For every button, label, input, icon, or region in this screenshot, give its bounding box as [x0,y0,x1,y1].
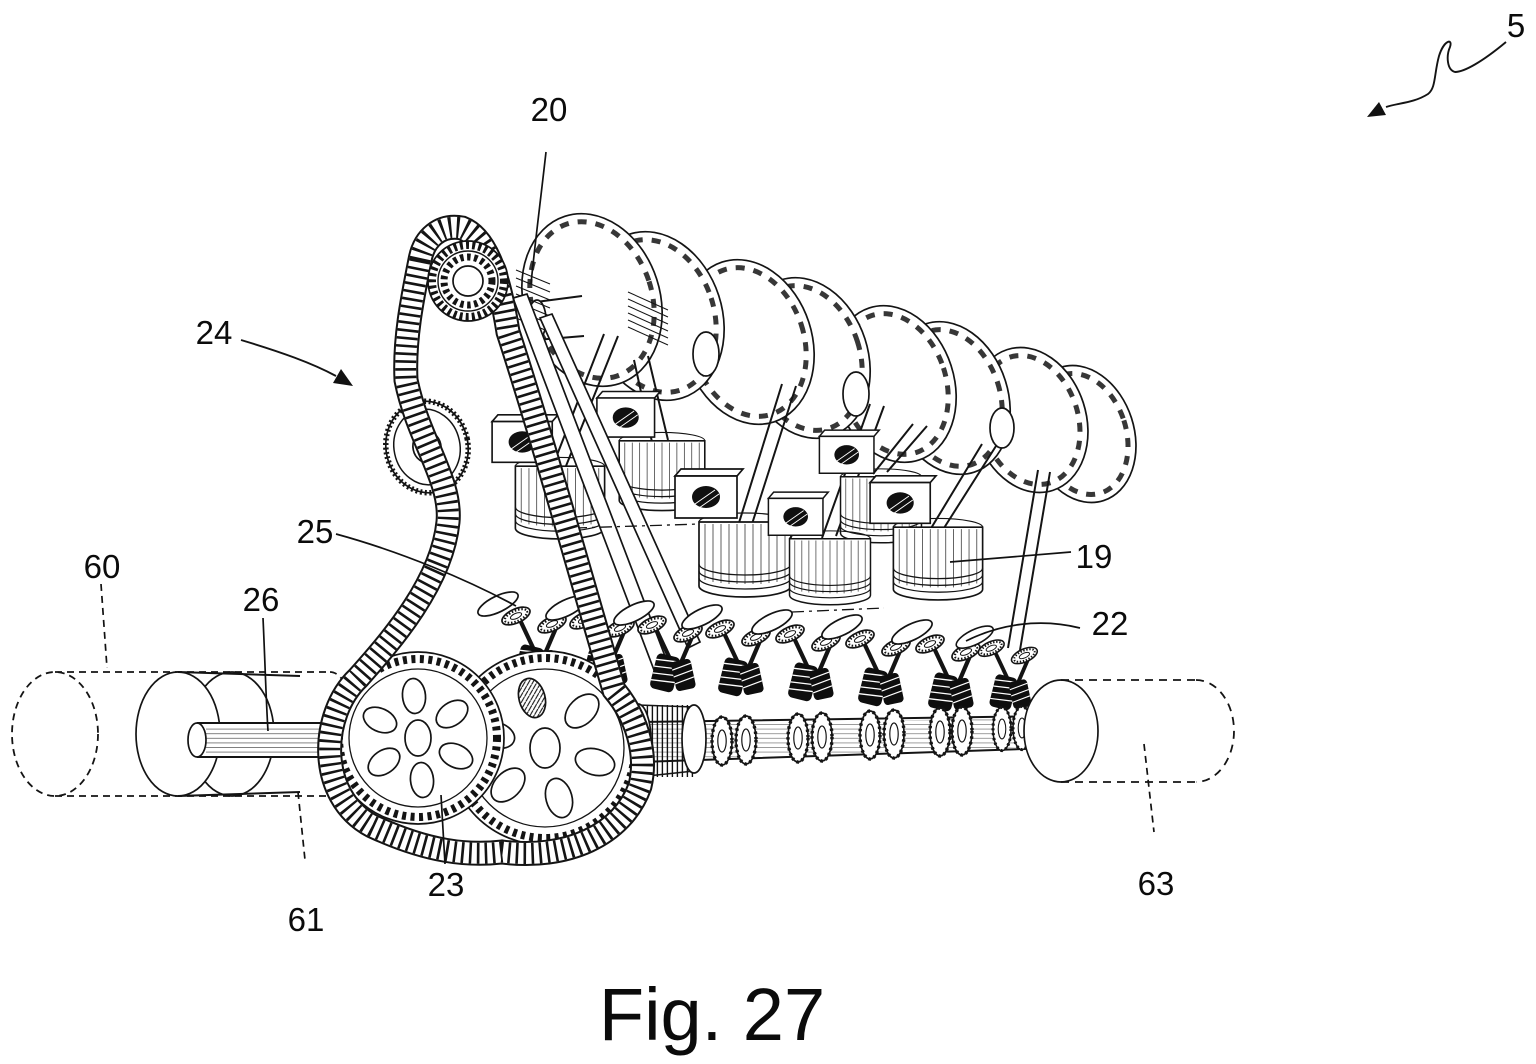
leader-61 [297,791,306,861]
cam-lobe [810,711,834,763]
leader-20 [530,151,547,285]
ref-label-19: 19 [1076,538,1113,575]
hidden-lines [574,523,885,613]
leader-22 [965,622,1081,642]
ref-label-61: 61 [288,901,325,938]
cam-lobe [882,708,906,760]
ref-label-23: 23 [428,866,465,903]
timing-belt [317,214,655,866]
cam-lobe [734,714,758,766]
arrow-24 [240,339,353,386]
ref-label-24: 24 [196,314,233,351]
dashed-cylinder-left [11,671,99,797]
ref-label-5: 5 [1507,7,1525,44]
crank-journal [842,371,870,417]
leader-19 [949,551,1072,563]
dashed-cylinder-right [1023,679,1235,783]
cam-lobe [858,709,882,761]
ref-label-25: 25 [297,513,334,550]
crank-journal [692,331,720,377]
ref-label-60: 60 [84,548,121,585]
support-beams [511,292,702,672]
figure-caption: Fig. 27 [599,973,825,1056]
leader-60 [100,583,108,669]
cam-lobe [928,706,952,758]
cam-lobe [950,705,974,757]
leader-63 [1143,743,1155,833]
crank-journal [989,407,1015,449]
leader-25 [335,533,517,607]
leader-26 [262,617,269,732]
camshaft-drive-gear-left [331,651,505,825]
ref-label-22: 22 [1092,605,1129,642]
top-sprocket [427,240,509,322]
leader-lines [100,151,1155,865]
ref-label-26: 26 [243,581,280,618]
ref-label-63: 63 [1138,865,1175,902]
cam-lobe [710,715,734,767]
ref-label-20: 20 [531,91,568,128]
cam-lobe [786,712,810,764]
arrow-5 [1367,40,1507,117]
camshaft [624,703,1058,779]
leader-23 [440,794,446,865]
cam-lobe [991,705,1013,753]
